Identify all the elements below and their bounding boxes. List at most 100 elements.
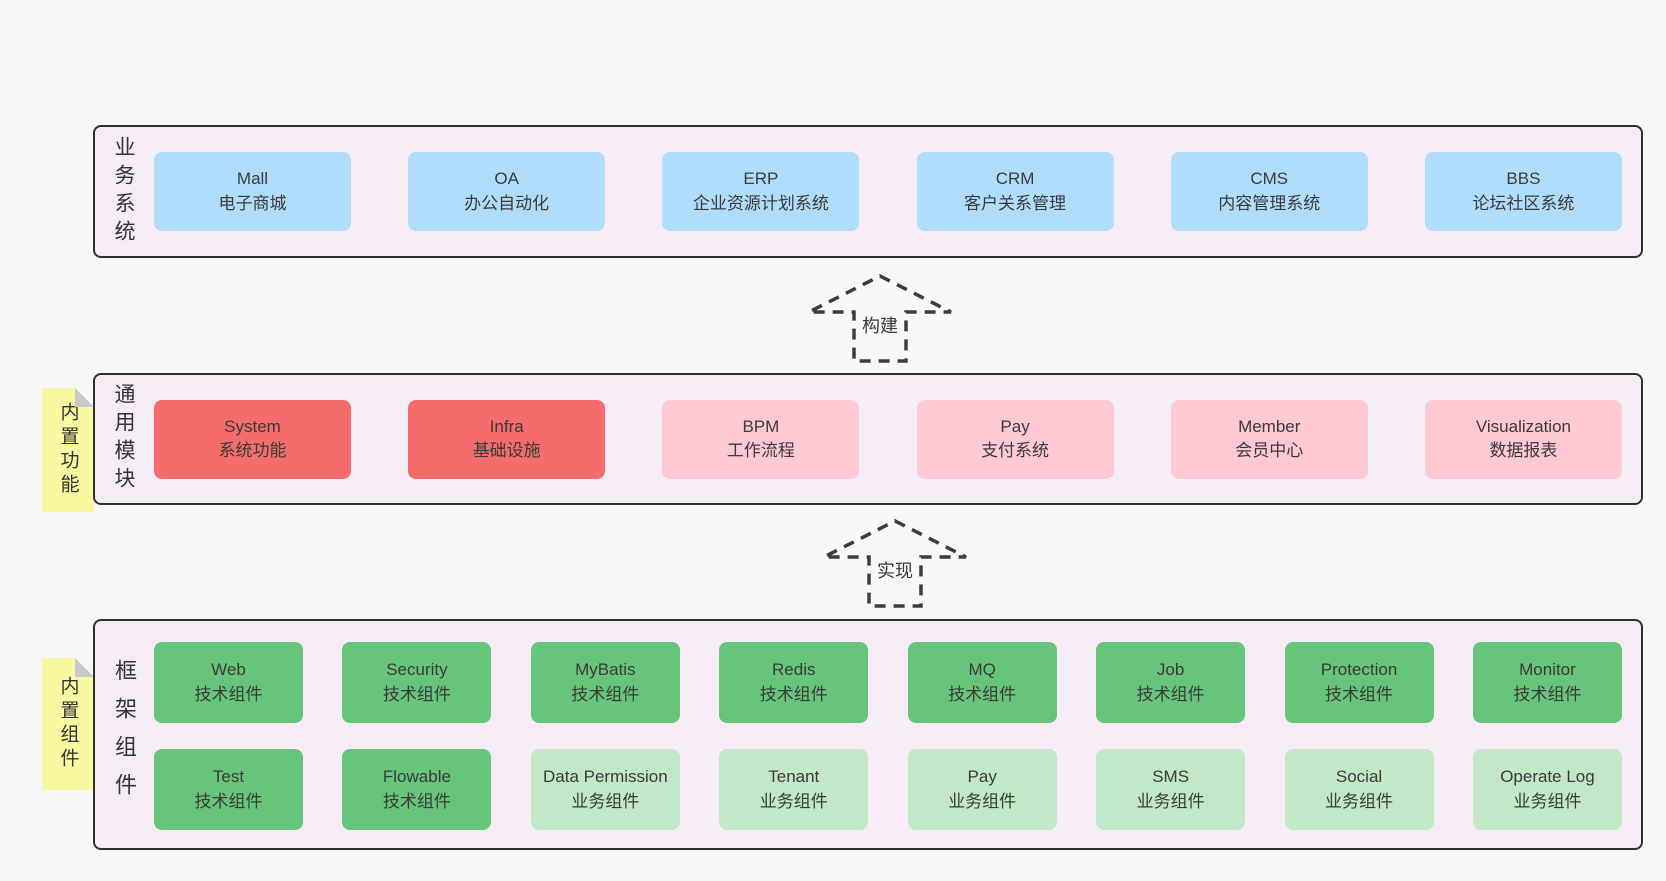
box-tenant-en: Tenant bbox=[768, 767, 820, 787]
box-pay-component-zh: 业务组件 bbox=[948, 791, 1017, 811]
box-protection: Protection 技术组件 bbox=[1284, 642, 1434, 723]
sticky-note-builtin-features: 内置功能 bbox=[42, 388, 94, 512]
box-flowable-zh: 技术组件 bbox=[382, 791, 451, 811]
box-web: Web 技术组件 bbox=[154, 642, 303, 723]
sticky-note-builtin-features-text: 内置功能 bbox=[57, 402, 79, 498]
framework-components-row2: Test 技术组件 Flowable 技术组件 Data Permission … bbox=[154, 749, 1622, 830]
box-bpm: BPM 工作流程 bbox=[662, 399, 860, 479]
box-mq-en: MQ bbox=[968, 660, 996, 680]
box-pay-module-en: Pay bbox=[1000, 416, 1030, 436]
box-data-permission: Data Permission 业务组件 bbox=[530, 749, 680, 830]
box-bbs: BBS 论坛社区系统 bbox=[1424, 152, 1622, 231]
common-modules-row: System 系统功能 Infra 基础设施 BPM 工作流程 Pay 支付系统… bbox=[154, 375, 1622, 503]
box-visualization: Visualization 数据报表 bbox=[1424, 399, 1622, 479]
box-oa: OA 办公自动化 bbox=[408, 152, 606, 231]
box-infra-en: Infra bbox=[489, 416, 524, 436]
business-systems-row: Mall 电子商城 OA 办公自动化 ERP 企业资源计划系统 CRM 客户关系… bbox=[154, 127, 1622, 256]
box-bbs-zh: 论坛社区系统 bbox=[1472, 193, 1575, 213]
box-pay-component-en: Pay bbox=[967, 767, 997, 787]
box-cms-en: CMS bbox=[1250, 169, 1289, 189]
box-monitor-zh: 技术组件 bbox=[1513, 684, 1582, 704]
box-data-permission-en: Data Permission bbox=[542, 767, 668, 787]
box-oa-zh: 办公自动化 bbox=[464, 193, 550, 213]
box-operate-log: Operate Log 业务组件 bbox=[1472, 749, 1622, 830]
box-visualization-en: Visualization bbox=[1475, 416, 1571, 436]
box-mall: Mall 电子商城 bbox=[154, 152, 351, 231]
box-job-zh: 技术组件 bbox=[1136, 684, 1205, 704]
box-protection-en: Protection bbox=[1320, 660, 1398, 680]
implement-arrow-shape: 实现 bbox=[823, 519, 967, 608]
box-tenant: Tenant 业务组件 bbox=[719, 749, 869, 830]
box-social: Social 业务组件 bbox=[1284, 749, 1434, 830]
sticky-note-builtin-components: 内置组件 bbox=[42, 658, 94, 790]
box-pay-module: Pay 支付系统 bbox=[916, 399, 1114, 479]
box-tenant-zh: 业务组件 bbox=[759, 791, 828, 811]
box-erp: ERP 企业资源计划系统 bbox=[662, 152, 860, 231]
box-member-en: Member bbox=[1238, 416, 1301, 436]
box-erp-zh: 企业资源计划系统 bbox=[692, 193, 829, 213]
common-modules-label: 通用模块 bbox=[112, 383, 135, 495]
box-test: Test 技术组件 bbox=[154, 749, 303, 830]
business-systems-label: 业务系统 bbox=[112, 135, 135, 248]
box-security-en: Security bbox=[386, 660, 448, 680]
box-sms-zh: 业务组件 bbox=[1136, 791, 1205, 811]
box-job-en: Job bbox=[1156, 660, 1185, 680]
box-redis: Redis 技术组件 bbox=[719, 642, 869, 723]
box-protection-zh: 技术组件 bbox=[1325, 684, 1394, 704]
box-test-en: Test bbox=[212, 767, 245, 787]
box-system-zh: 系统功能 bbox=[218, 441, 287, 460]
box-social-en: Social bbox=[1335, 767, 1383, 787]
sticky-note-builtin-components-text: 内置组件 bbox=[57, 676, 79, 772]
box-security-zh: 技术组件 bbox=[382, 684, 451, 704]
implement-arrow-label: 实现 bbox=[877, 561, 913, 581]
box-mall-en: Mall bbox=[236, 169, 269, 189]
box-web-en: Web bbox=[211, 660, 246, 680]
box-redis-en: Redis bbox=[772, 660, 816, 680]
framework-components-label: 框架组件 bbox=[112, 658, 137, 811]
build-arrow: 构建 bbox=[805, 272, 955, 364]
box-social-zh: 业务组件 bbox=[1325, 791, 1394, 811]
box-infra-zh: 基础设施 bbox=[472, 441, 541, 460]
box-job: Job 技术组件 bbox=[1096, 642, 1246, 723]
box-crm: CRM 客户关系管理 bbox=[916, 152, 1114, 231]
box-mybatis: MyBatis 技术组件 bbox=[530, 642, 680, 723]
box-flowable: Flowable 技术组件 bbox=[342, 749, 492, 830]
framework-components-row1: Web 技术组件 Security 技术组件 MyBatis 技术组件 Redi… bbox=[154, 642, 1622, 723]
common-modules-panel: 通用模块 System 系统功能 Infra 基础设施 BPM 工作流程 Pay… bbox=[93, 373, 1643, 505]
box-infra: Infra 基础设施 bbox=[408, 399, 606, 479]
box-operate-log-en: Operate Log bbox=[1500, 767, 1595, 787]
box-redis-zh: 技术组件 bbox=[759, 684, 828, 704]
box-bpm-zh: 工作流程 bbox=[726, 441, 795, 460]
box-system: System 系统功能 bbox=[154, 399, 351, 479]
box-system-en: System bbox=[224, 416, 281, 436]
box-monitor: Monitor 技术组件 bbox=[1472, 642, 1622, 723]
box-test-zh: 技术组件 bbox=[194, 791, 263, 811]
box-bpm-en: BPM bbox=[742, 416, 780, 436]
business-systems-panel: 业务系统 Mall 电子商城 OA 办公自动化 ERP 企业资源计划系统 CRM… bbox=[93, 125, 1643, 258]
build-arrow-shape: 构建 bbox=[808, 274, 952, 363]
box-sms: SMS 业务组件 bbox=[1096, 749, 1246, 830]
build-arrow-label: 构建 bbox=[862, 316, 898, 336]
box-pay-component: Pay 业务组件 bbox=[907, 749, 1057, 830]
box-monitor-en: Monitor bbox=[1519, 660, 1576, 680]
box-mybatis-zh: 技术组件 bbox=[571, 684, 640, 704]
box-mall-zh: 电子商城 bbox=[218, 193, 287, 213]
box-flowable-en: Flowable bbox=[382, 767, 451, 787]
box-sms-en: SMS bbox=[1152, 767, 1190, 787]
box-crm-en: CRM bbox=[995, 169, 1035, 189]
box-mybatis-en: MyBatis bbox=[575, 660, 636, 680]
box-crm-zh: 客户关系管理 bbox=[964, 193, 1067, 213]
framework-components-panel: 框架组件 Web 技术组件 Security 技术组件 MyBatis 技术组件… bbox=[93, 619, 1643, 850]
box-erp-en: ERP bbox=[743, 169, 779, 189]
box-bbs-en: BBS bbox=[1506, 169, 1541, 189]
box-cms-zh: 内容管理系统 bbox=[1218, 193, 1321, 213]
box-visualization-zh: 数据报表 bbox=[1489, 441, 1558, 460]
box-member-zh: 会员中心 bbox=[1235, 441, 1304, 460]
box-web-zh: 技术组件 bbox=[194, 684, 263, 704]
box-member: Member 会员中心 bbox=[1170, 399, 1368, 479]
box-pay-module-zh: 支付系统 bbox=[981, 441, 1050, 460]
implement-arrow: 实现 bbox=[820, 517, 970, 609]
box-mq-zh: 技术组件 bbox=[948, 684, 1017, 704]
box-operate-log-zh: 业务组件 bbox=[1513, 791, 1582, 811]
box-mq: MQ 技术组件 bbox=[907, 642, 1057, 723]
